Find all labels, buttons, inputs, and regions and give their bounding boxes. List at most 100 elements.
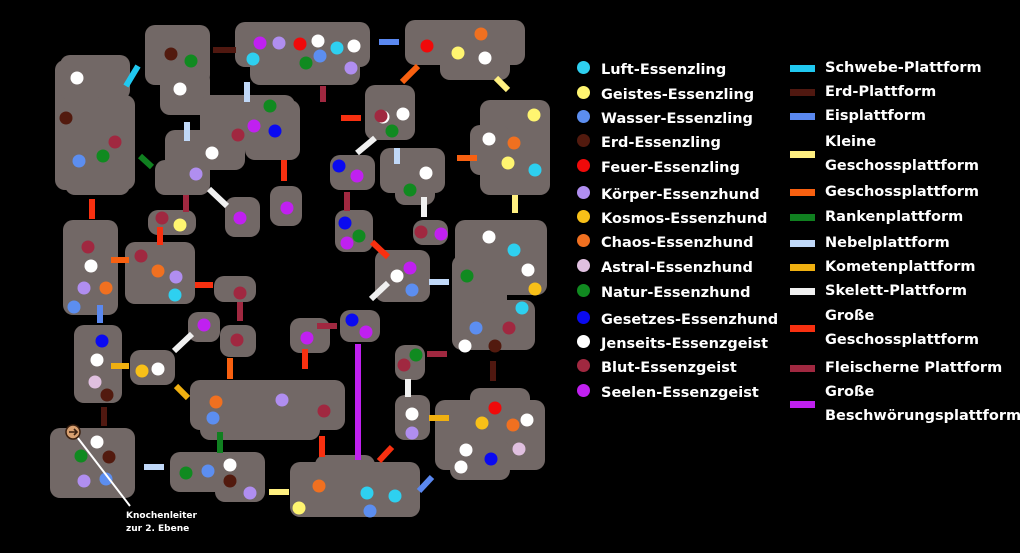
creature-marker-seelen-essenzgeist[interactable]	[253, 36, 267, 50]
creature-marker-erd-essenzling[interactable]	[59, 111, 73, 125]
creature-marker-seelen-essenzgeist[interactable]	[280, 201, 294, 215]
creature-marker-jenseits-essenzgeist[interactable]	[478, 51, 492, 65]
creature-marker-geistes-essenzling[interactable]	[173, 218, 187, 232]
creature-marker-kosmos-essenzhund[interactable]	[475, 416, 489, 430]
creature-marker-jenseits-essenzgeist[interactable]	[347, 39, 361, 53]
creature-marker-körper-essenzhund[interactable]	[243, 486, 257, 500]
creature-marker-chaos-essenzhund[interactable]	[506, 418, 520, 432]
creature-marker-gesetzes-essenzhund[interactable]	[268, 124, 282, 138]
creature-marker-gesetzes-essenzhund[interactable]	[95, 334, 109, 348]
bone-ladder-icon[interactable]	[65, 424, 81, 440]
creature-marker-seelen-essenzgeist[interactable]	[350, 169, 364, 183]
creature-marker-natur-essenzhund[interactable]	[263, 99, 277, 113]
creature-marker-luft-essenzling[interactable]	[168, 288, 182, 302]
creature-marker-blut-essenzgeist[interactable]	[108, 135, 122, 149]
creature-marker-seelen-essenzgeist[interactable]	[233, 211, 247, 225]
creature-marker-jenseits-essenzgeist[interactable]	[90, 353, 104, 367]
creature-marker-natur-essenzhund[interactable]	[460, 269, 474, 283]
creature-marker-wasser-essenzling[interactable]	[99, 472, 113, 486]
creature-marker-erd-essenzling[interactable]	[488, 339, 502, 353]
creature-marker-natur-essenzhund[interactable]	[179, 466, 193, 480]
creature-marker-jenseits-essenzgeist[interactable]	[173, 82, 187, 96]
creature-marker-kosmos-essenzhund[interactable]	[528, 282, 542, 296]
creature-marker-blut-essenzgeist[interactable]	[414, 225, 428, 239]
creature-marker-jenseits-essenzgeist[interactable]	[482, 132, 496, 146]
creature-marker-körper-essenzhund[interactable]	[189, 167, 203, 181]
creature-marker-geistes-essenzling[interactable]	[292, 501, 306, 515]
creature-marker-natur-essenzhund[interactable]	[96, 149, 110, 163]
creature-marker-körper-essenzhund[interactable]	[77, 474, 91, 488]
creature-marker-seelen-essenzgeist[interactable]	[197, 318, 211, 332]
creature-marker-seelen-essenzgeist[interactable]	[434, 227, 448, 241]
creature-marker-luft-essenzling[interactable]	[528, 163, 542, 177]
creature-marker-chaos-essenzhund[interactable]	[474, 27, 488, 41]
creature-marker-seelen-essenzgeist[interactable]	[359, 325, 373, 339]
creature-marker-jenseits-essenzgeist[interactable]	[459, 443, 473, 457]
creature-marker-geistes-essenzling[interactable]	[527, 108, 541, 122]
creature-marker-jenseits-essenzgeist[interactable]	[205, 146, 219, 160]
creature-marker-jenseits-essenzgeist[interactable]	[405, 407, 419, 421]
creature-marker-wasser-essenzling[interactable]	[206, 411, 220, 425]
creature-marker-jenseits-essenzgeist[interactable]	[521, 263, 535, 277]
creature-marker-seelen-essenzgeist[interactable]	[247, 119, 261, 133]
creature-marker-jenseits-essenzgeist[interactable]	[454, 460, 468, 474]
creature-marker-blut-essenzgeist[interactable]	[231, 128, 245, 142]
creature-marker-natur-essenzhund[interactable]	[403, 183, 417, 197]
creature-marker-körper-essenzhund[interactable]	[344, 61, 358, 75]
creature-marker-luft-essenzling[interactable]	[388, 489, 402, 503]
creature-marker-wasser-essenzling[interactable]	[469, 321, 483, 335]
creature-marker-luft-essenzling[interactable]	[507, 243, 521, 257]
creature-marker-seelen-essenzgeist[interactable]	[300, 331, 314, 345]
creature-marker-jenseits-essenzgeist[interactable]	[223, 458, 237, 472]
creature-marker-blut-essenzgeist[interactable]	[374, 109, 388, 123]
creature-marker-astral-essenzhund[interactable]	[88, 375, 102, 389]
creature-marker-jenseits-essenzgeist[interactable]	[70, 71, 84, 85]
creature-marker-seelen-essenzgeist[interactable]	[403, 261, 417, 275]
creature-marker-gesetzes-essenzhund[interactable]	[345, 313, 359, 327]
creature-marker-blut-essenzgeist[interactable]	[397, 358, 411, 372]
creature-marker-wasser-essenzling[interactable]	[201, 464, 215, 478]
creature-marker-chaos-essenzhund[interactable]	[99, 281, 113, 295]
creature-marker-wasser-essenzling[interactable]	[67, 300, 81, 314]
creature-marker-geistes-essenzling[interactable]	[451, 46, 465, 60]
creature-marker-natur-essenzhund[interactable]	[409, 348, 423, 362]
creature-marker-geistes-essenzling[interactable]	[501, 156, 515, 170]
creature-marker-natur-essenzhund[interactable]	[184, 54, 198, 68]
creature-marker-wasser-essenzling[interactable]	[313, 49, 327, 63]
creature-marker-blut-essenzgeist[interactable]	[230, 333, 244, 347]
creature-marker-jenseits-essenzgeist[interactable]	[482, 230, 496, 244]
creature-marker-erd-essenzling[interactable]	[164, 47, 178, 61]
creature-marker-erd-essenzling[interactable]	[100, 388, 114, 402]
creature-marker-blut-essenzgeist[interactable]	[502, 321, 516, 335]
creature-marker-gesetzes-essenzhund[interactable]	[332, 159, 346, 173]
creature-marker-luft-essenzling[interactable]	[360, 486, 374, 500]
creature-marker-feuer-essenzling[interactable]	[293, 37, 307, 51]
creature-marker-blut-essenzgeist[interactable]	[155, 211, 169, 225]
creature-marker-natur-essenzhund[interactable]	[385, 124, 399, 138]
creature-marker-körper-essenzhund[interactable]	[275, 393, 289, 407]
creature-marker-jenseits-essenzgeist[interactable]	[151, 362, 165, 376]
creature-marker-jenseits-essenzgeist[interactable]	[458, 339, 472, 353]
creature-marker-blut-essenzgeist[interactable]	[81, 240, 95, 254]
creature-marker-jenseits-essenzgeist[interactable]	[311, 34, 325, 48]
creature-marker-luft-essenzling[interactable]	[246, 52, 260, 66]
creature-marker-feuer-essenzling[interactable]	[420, 39, 434, 53]
creature-marker-körper-essenzhund[interactable]	[272, 36, 286, 50]
creature-marker-chaos-essenzhund[interactable]	[151, 264, 165, 278]
creature-marker-wasser-essenzling[interactable]	[72, 154, 86, 168]
creature-marker-natur-essenzhund[interactable]	[352, 229, 366, 243]
creature-marker-kosmos-essenzhund[interactable]	[135, 364, 149, 378]
creature-marker-luft-essenzling[interactable]	[330, 41, 344, 55]
creature-marker-astral-essenzhund[interactable]	[512, 442, 526, 456]
creature-marker-chaos-essenzhund[interactable]	[312, 479, 326, 493]
creature-marker-chaos-essenzhund[interactable]	[209, 395, 223, 409]
creature-marker-seelen-essenzgeist[interactable]	[340, 236, 354, 250]
creature-marker-blut-essenzgeist[interactable]	[134, 249, 148, 263]
creature-marker-wasser-essenzling[interactable]	[363, 504, 377, 518]
creature-marker-körper-essenzhund[interactable]	[77, 281, 91, 295]
creature-marker-wasser-essenzling[interactable]	[405, 283, 419, 297]
creature-marker-blut-essenzgeist[interactable]	[317, 404, 331, 418]
creature-marker-gesetzes-essenzhund[interactable]	[338, 216, 352, 230]
creature-marker-jenseits-essenzgeist[interactable]	[520, 413, 534, 427]
creature-marker-feuer-essenzling[interactable]	[488, 401, 502, 415]
